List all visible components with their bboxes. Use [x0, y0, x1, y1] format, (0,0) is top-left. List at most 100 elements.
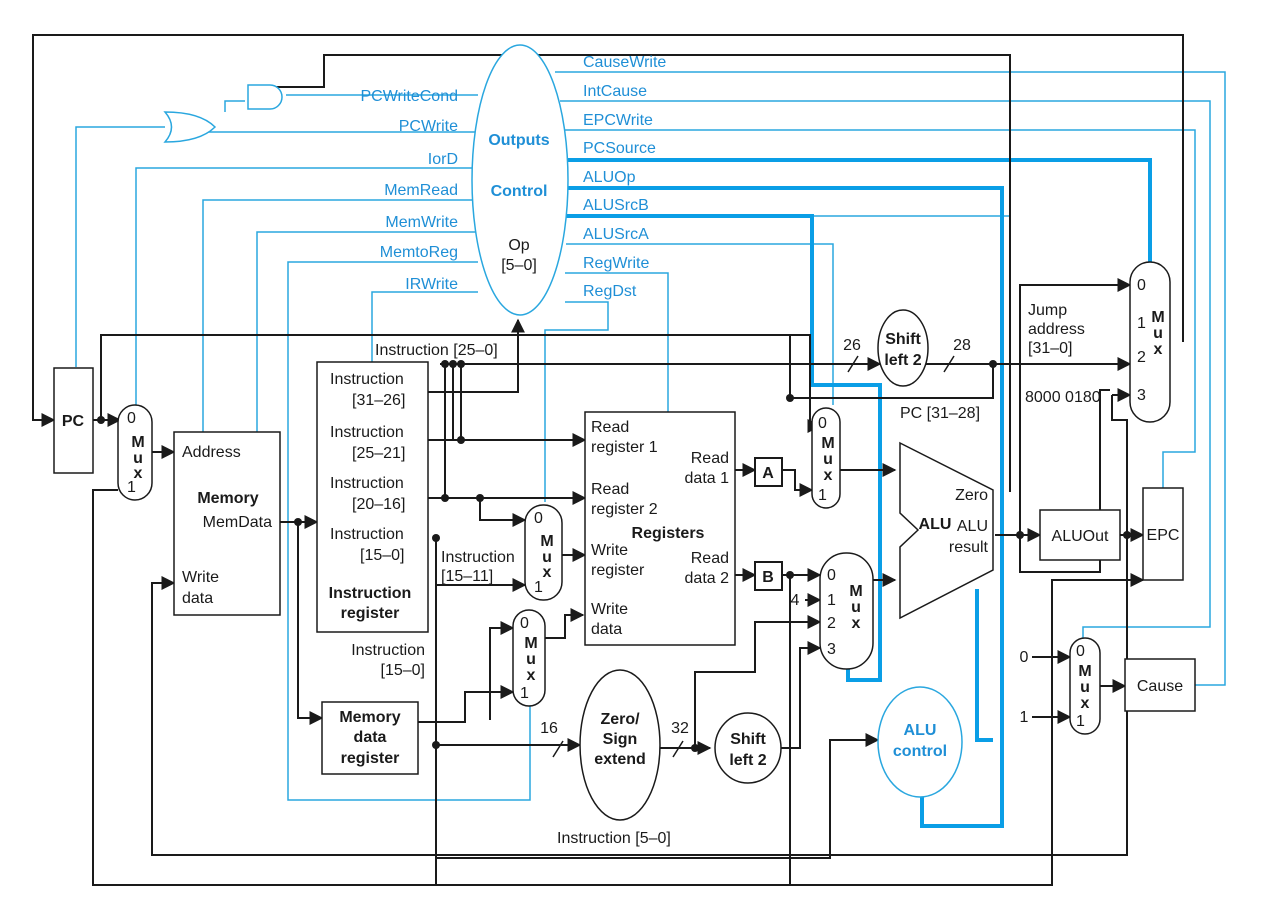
- svg-text:register 2: register 2: [591, 501, 658, 518]
- svg-text:u: u: [542, 549, 552, 566]
- cause-input-1: 1: [1020, 709, 1029, 726]
- signal-memread: MemRead: [384, 182, 458, 199]
- svg-text:Read: Read: [691, 450, 729, 467]
- svg-text:x: x: [824, 467, 833, 484]
- svg-text:register: register: [341, 750, 400, 767]
- signal-memtoreg: MemtoReg: [380, 244, 458, 261]
- datapath-wires: [32, 34, 1184, 886]
- svg-text:control: control: [893, 743, 947, 760]
- svg-text:Instruction: Instruction: [330, 475, 404, 492]
- svg-text:left 2: left 2: [884, 352, 921, 369]
- control-outputs-label: Outputs: [488, 132, 549, 149]
- svg-text:1: 1: [1137, 315, 1146, 332]
- svg-text:0: 0: [520, 615, 529, 632]
- svg-text:extend: extend: [594, 751, 646, 768]
- memory-memdata-port: MemData: [203, 514, 272, 531]
- signal-regdst: RegDst: [583, 283, 637, 300]
- shift-left-2-bottom: Shift left 2: [714, 712, 782, 784]
- svg-text:Shift: Shift: [885, 331, 921, 348]
- svg-text:register: register: [591, 562, 645, 579]
- control-right-labels: CauseWrite IntCause EPCWrite PCSource AL…: [583, 54, 666, 300]
- svg-text:x: x: [852, 615, 861, 632]
- svg-text:u: u: [1080, 679, 1090, 696]
- mux-alusrcb: 0 1 2 3 M u x: [819, 552, 874, 670]
- mux-pcsource: 0 1 2 3 M u x: [1129, 261, 1171, 423]
- svg-text:1: 1: [520, 685, 529, 702]
- jump-address-l2: address: [1028, 321, 1085, 338]
- alu: ALU Zero ALU result: [899, 441, 994, 620]
- bits-32: 32: [671, 720, 689, 737]
- label-pc-31-28: PC [31–28]: [900, 405, 980, 422]
- svg-text:A: A: [762, 465, 774, 482]
- memory-write-port: Write: [182, 569, 219, 586]
- label-instruction-15-11-a: Instruction: [441, 549, 515, 566]
- svg-text:Shift: Shift: [730, 731, 766, 748]
- svg-text:[20–16]: [20–16]: [352, 496, 405, 513]
- svg-text:[15–0]: [15–0]: [360, 547, 404, 564]
- svg-text:0: 0: [127, 410, 136, 427]
- svg-text:1: 1: [827, 592, 836, 609]
- svg-text:Read: Read: [691, 550, 729, 567]
- exception-address: 8000 0180: [1025, 389, 1101, 406]
- svg-text:Zero: Zero: [955, 487, 988, 504]
- signal-causewrite: CauseWrite: [583, 54, 666, 71]
- control-unit: Outputs Control Op [5–0]: [163, 44, 569, 316]
- svg-text:Instruction: Instruction: [330, 424, 404, 441]
- jump-address-l3: [31–0]: [1028, 340, 1072, 357]
- svg-text:B: B: [762, 569, 774, 586]
- memory-unit: Address Memory MemData Write data: [173, 431, 281, 616]
- aluout-register: ALUOut: [1039, 509, 1121, 561]
- svg-text:ALU: ALU: [904, 722, 937, 739]
- svg-text:3: 3: [1137, 387, 1146, 404]
- control-title: Control: [491, 183, 548, 200]
- label-instruction-25-0: Instruction [25–0]: [375, 342, 498, 359]
- bits-16: 16: [540, 720, 558, 737]
- svg-text:M: M: [849, 583, 862, 600]
- svg-text:0: 0: [827, 567, 836, 584]
- svg-text:Instruction: Instruction: [329, 585, 412, 602]
- svg-text:M: M: [1078, 663, 1091, 680]
- svg-text:Instruction: Instruction: [330, 526, 404, 543]
- svg-text:data 2: data 2: [685, 570, 730, 587]
- signal-aluop: ALUOp: [583, 169, 636, 186]
- bits-28: 28: [953, 337, 971, 354]
- signal-epcwrite: EPCWrite: [583, 112, 653, 129]
- sign-extend: Zero/ Sign extend: [579, 669, 661, 821]
- svg-text:1: 1: [534, 579, 543, 596]
- svg-text:M: M: [1151, 309, 1164, 326]
- svg-text:1: 1: [127, 479, 136, 496]
- svg-text:Sign: Sign: [603, 731, 638, 748]
- label-instruction-15-0-a: Instruction: [351, 642, 425, 659]
- svg-text:Cause: Cause: [1137, 678, 1183, 695]
- svg-text:left 2: left 2: [729, 752, 766, 769]
- svg-text:ALUOut: ALUOut: [1052, 528, 1109, 545]
- svg-text:x: x: [527, 667, 536, 684]
- or-gate: [163, 111, 217, 143]
- signal-pcwrite: PCWrite: [399, 118, 458, 135]
- svg-text:M: M: [131, 434, 144, 451]
- constant-four: 4: [791, 592, 800, 609]
- svg-text:Write: Write: [591, 601, 628, 618]
- memory-address-port: Address: [182, 444, 241, 461]
- svg-text:Zero/: Zero/: [600, 711, 640, 728]
- signal-pcwritecond: PCWriteCond: [360, 88, 458, 105]
- mux-memtoreg: 0 M u x 1: [512, 609, 546, 707]
- svg-text:Write: Write: [591, 542, 628, 559]
- svg-text:2: 2: [1137, 349, 1146, 366]
- svg-text:x: x: [543, 564, 552, 581]
- signal-intcause: IntCause: [583, 83, 647, 100]
- svg-text:[31–26]: [31–26]: [352, 392, 405, 409]
- jump-address-l1: Jump: [1028, 302, 1067, 319]
- mux-alusrca: 0 M u x 1: [811, 407, 841, 509]
- control-op-label: Op: [508, 237, 529, 254]
- epc-register: EPC: [1142, 487, 1184, 581]
- mux-regdst: 0 M u x 1: [524, 504, 563, 601]
- svg-text:x: x: [1081, 695, 1090, 712]
- svg-text:Instruction: Instruction: [330, 371, 404, 388]
- signal-pcsource: PCSource: [583, 140, 656, 157]
- svg-text:Read: Read: [591, 419, 629, 436]
- svg-text:u: u: [1153, 325, 1163, 342]
- svg-text:x: x: [134, 465, 143, 482]
- svg-text:Registers: Registers: [632, 525, 705, 542]
